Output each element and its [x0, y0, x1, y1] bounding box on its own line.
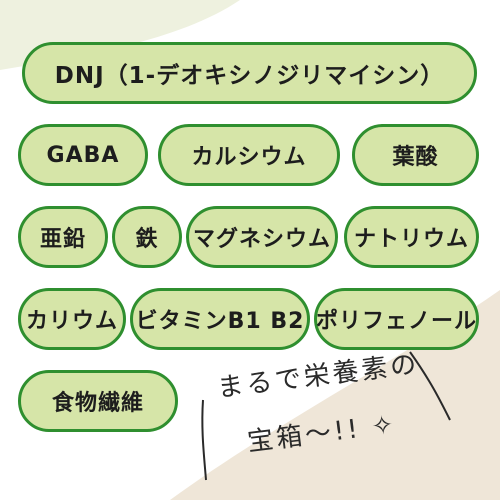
pill-dnj: DNJ（1-デオキシノジリマイシン）	[22, 42, 477, 104]
pill-potassium: カリウム	[18, 288, 126, 350]
tagline-underline-stroke	[409, 351, 451, 421]
pill-sodium: ナトリウム	[344, 206, 479, 268]
tagline-line2: 宝箱〜!! ✧	[245, 409, 399, 458]
pill-polyphenol: ポリフェノール	[314, 288, 479, 350]
pill-zinc: 亜鉛	[18, 206, 108, 268]
tagline-bracket-left	[201, 399, 207, 481]
pill-calcium: カルシウム	[158, 124, 340, 186]
pill-vitamin-b: ビタミンB1 B2	[130, 288, 310, 350]
pill-iron: 鉄	[112, 206, 182, 268]
pill-gaba: GABA	[18, 124, 148, 186]
pill-dietary-fiber: 食物繊維	[18, 370, 178, 432]
pill-folic-acid: 葉酸	[352, 124, 479, 186]
pill-magnesium: マグネシウム	[186, 206, 338, 268]
tagline-line1: まるで栄養素の	[215, 349, 421, 404]
